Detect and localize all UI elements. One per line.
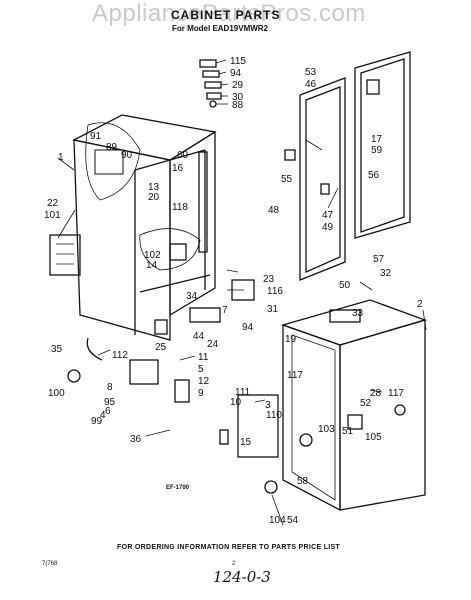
- model-subtitle: For Model EAD19VMWR2: [172, 24, 269, 33]
- callout-91: 91: [90, 131, 102, 142]
- form-code: 7(768: [42, 561, 58, 567]
- callout-117: 117: [388, 388, 404, 399]
- callout-12: 12: [198, 376, 210, 387]
- callout-115: 115: [230, 56, 246, 67]
- callout-102: 102: [144, 250, 161, 261]
- callout-59: 59: [371, 145, 383, 156]
- callout-49: 49: [322, 222, 334, 233]
- callout-101: 101: [44, 210, 61, 221]
- ordering-note: FOR ORDERING INFORMATION REFER TO PARTS …: [117, 544, 341, 551]
- callout-30: 30: [232, 92, 244, 103]
- callout-13: 13: [148, 182, 160, 193]
- callout-118: 118: [172, 202, 188, 213]
- callout-28: 28: [370, 388, 382, 399]
- figure-id: EF-1700: [166, 485, 190, 491]
- callout-112: 112: [112, 350, 128, 361]
- callout-11: 11: [198, 352, 209, 363]
- callout-29: 29: [232, 80, 244, 91]
- callout-14: 14: [146, 260, 158, 271]
- callout-46: 46: [305, 79, 317, 90]
- callout-105: 105: [365, 432, 382, 443]
- callout-32: 32: [380, 268, 392, 279]
- callout-35: 35: [51, 344, 63, 355]
- callout-6: 6: [105, 406, 111, 417]
- callout-54: 54: [287, 515, 299, 526]
- callout-52: 52: [360, 398, 372, 409]
- callout-24: 24: [207, 339, 219, 350]
- callout-44: 44: [193, 331, 205, 342]
- callout-31: 31: [267, 304, 279, 315]
- crisper-housing: [280, 299, 428, 512]
- leader-lines: [57, 59, 427, 526]
- callout-3: 3: [265, 400, 271, 411]
- callout-5: 5: [198, 364, 204, 375]
- callout-60: 60: [177, 150, 189, 161]
- cabinet-body: [72, 114, 217, 341]
- callout-7: 7: [222, 305, 228, 316]
- callout-33: 33: [352, 308, 364, 319]
- watermark: AppliancePartsPros.com: [92, 0, 366, 27]
- callout-16: 16: [172, 163, 184, 174]
- callout-103: 103: [318, 424, 335, 435]
- callout-34: 34: [186, 291, 198, 302]
- callout-15: 15: [240, 437, 252, 448]
- callout-4: 4: [100, 410, 106, 421]
- callout-95: 95: [104, 397, 116, 408]
- callout-90: 90: [121, 150, 133, 161]
- callout-22: 22: [47, 198, 59, 209]
- callout-99: 99: [91, 416, 103, 427]
- callout-20: 20: [148, 192, 160, 203]
- callout-111: 111: [235, 387, 251, 398]
- handwritten-note: 124-0-3: [213, 568, 271, 586]
- callout-117: 117: [287, 370, 303, 381]
- callout-58: 58: [297, 476, 309, 487]
- callout-94: 94: [242, 322, 254, 333]
- callout-51: 51: [342, 426, 354, 437]
- callout-19: 19: [285, 334, 297, 345]
- callout-100: 100: [48, 388, 65, 399]
- callout-88: 88: [232, 100, 244, 111]
- callout-17: 17: [371, 134, 383, 145]
- callout-94: 94: [230, 68, 242, 79]
- door-gaskets: [284, 51, 411, 281]
- callout-104: 104: [269, 515, 286, 526]
- callout-1: 1: [58, 152, 64, 163]
- callout-57: 57: [373, 254, 385, 265]
- small-parts: [49, 59, 279, 494]
- callout-53: 53: [305, 67, 317, 78]
- page-number: 2: [232, 561, 236, 567]
- callout-8: 8: [107, 382, 113, 393]
- callout-9: 9: [198, 388, 204, 399]
- callout-23: 23: [263, 274, 275, 285]
- callout-89: 89: [106, 142, 118, 153]
- callout-50: 50: [339, 280, 351, 291]
- callout-2: 2: [417, 299, 423, 310]
- callout-55: 55: [281, 174, 293, 185]
- callout-48: 48: [268, 205, 280, 216]
- diagram-title: CABINET PARTS: [171, 8, 281, 22]
- callout-36: 36: [130, 434, 142, 445]
- callout-110: 110: [266, 410, 282, 421]
- callout-25: 25: [155, 342, 167, 353]
- callout-47: 47: [322, 210, 334, 221]
- callout-116: 116: [267, 286, 283, 297]
- callout-10: 10: [230, 397, 242, 408]
- callout-56: 56: [368, 170, 380, 181]
